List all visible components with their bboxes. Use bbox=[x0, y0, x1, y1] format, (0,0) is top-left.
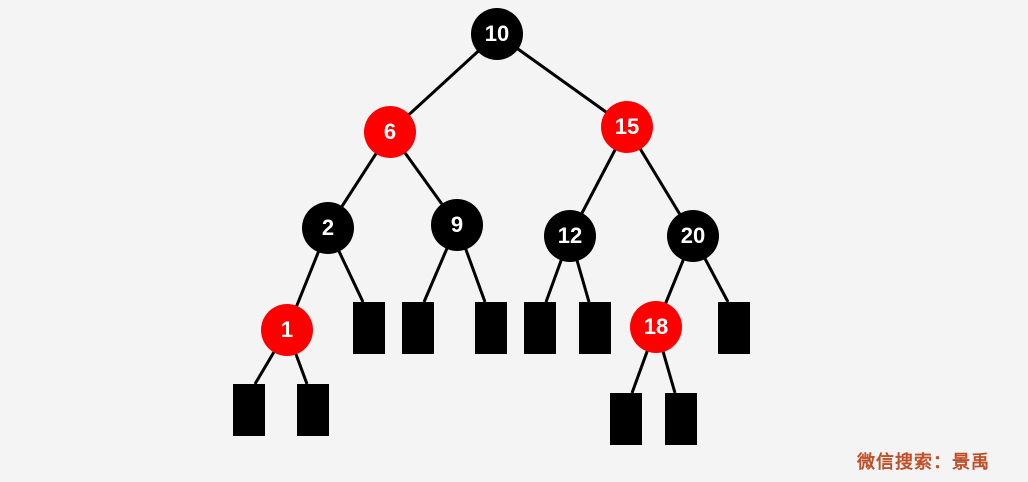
node-label: 2 bbox=[322, 215, 334, 240]
node-label: 18 bbox=[644, 314, 668, 339]
nil-leaf-1-right bbox=[297, 384, 329, 436]
tree-node-10: 10 bbox=[471, 8, 523, 60]
black-node-circle bbox=[302, 202, 354, 254]
node-label: 9 bbox=[451, 212, 463, 237]
watermark-text: 微信搜索：景禹 bbox=[857, 452, 990, 473]
tree-node-18: 18 bbox=[630, 301, 682, 353]
node-label: 15 bbox=[615, 114, 639, 139]
node-label: 10 bbox=[485, 21, 509, 46]
nil-leaf-9-left bbox=[402, 302, 434, 354]
red-node-circle bbox=[261, 304, 313, 356]
nil-leaf-18-left bbox=[610, 393, 642, 445]
tree-node-15: 15 bbox=[601, 101, 653, 153]
nil-leaves-layer bbox=[233, 302, 750, 445]
node-label: 1 bbox=[281, 317, 293, 342]
black-node-circle bbox=[544, 210, 596, 262]
black-node-circle bbox=[667, 210, 719, 262]
red-node-circle bbox=[601, 101, 653, 153]
node-label: 12 bbox=[558, 223, 582, 248]
nil-leaf-18-right bbox=[665, 393, 697, 445]
edge-n10-n15 bbox=[496, 32, 628, 129]
node-label: 20 bbox=[681, 223, 705, 248]
nil-leaf-9-right bbox=[475, 302, 507, 354]
nodes-layer: 10 6 15 2 9 12 20 1 18 bbox=[261, 8, 719, 356]
red-node-circle bbox=[630, 301, 682, 353]
nil-leaf-1-left bbox=[233, 384, 265, 436]
nil-leaf-2-right bbox=[353, 302, 385, 354]
black-node-circle bbox=[431, 199, 483, 251]
tree-node-2: 2 bbox=[302, 202, 354, 254]
tree-node-6: 6 bbox=[364, 106, 416, 158]
nil-leaf-12-right bbox=[579, 302, 611, 354]
node-label: 6 bbox=[384, 119, 396, 144]
tree-node-9: 9 bbox=[431, 199, 483, 251]
tree-node-20: 20 bbox=[667, 210, 719, 262]
red-node-circle bbox=[364, 106, 416, 158]
tree-node-1: 1 bbox=[261, 304, 313, 356]
nil-leaf-20-right bbox=[718, 302, 750, 354]
black-node-circle bbox=[471, 8, 523, 60]
nil-leaf-12-left bbox=[524, 302, 556, 354]
tree-node-12: 12 bbox=[544, 210, 596, 262]
